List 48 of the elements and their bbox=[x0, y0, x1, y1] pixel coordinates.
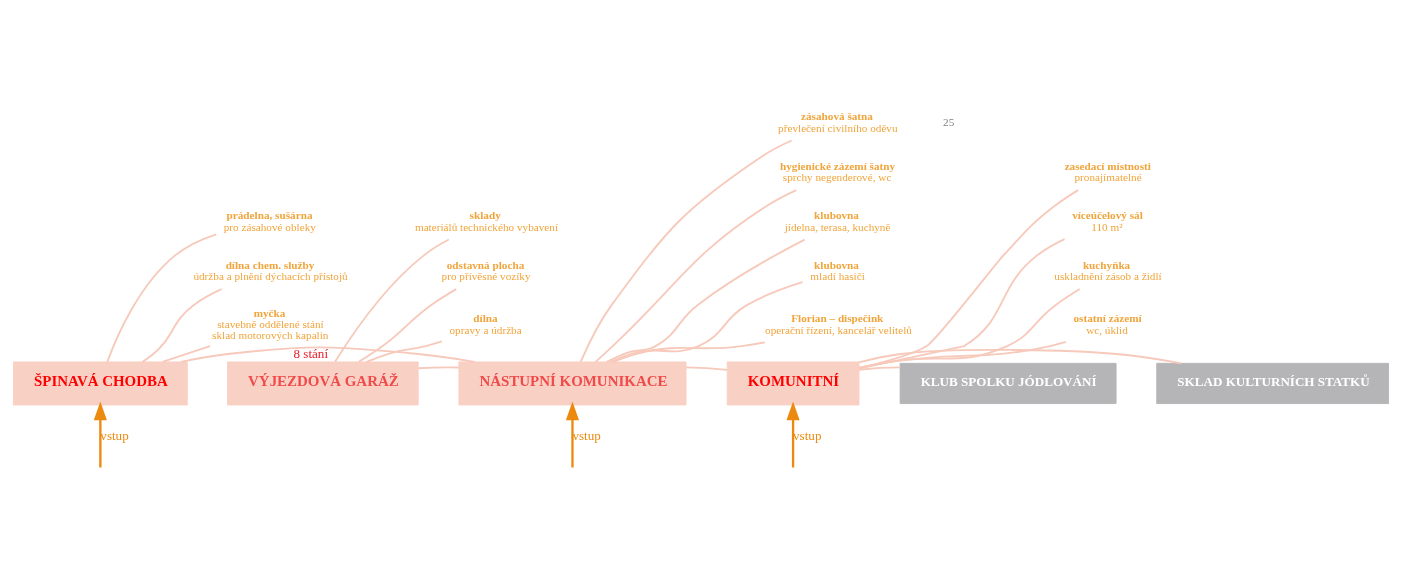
connector bbox=[594, 189, 798, 363]
connector bbox=[858, 366, 901, 371]
connector bbox=[612, 341, 766, 363]
node-box: NÁSTUPNÍ KOMUNIKACE bbox=[458, 361, 687, 406]
connector bbox=[417, 366, 460, 370]
node-text: zásahová šatna převlečení civilního oděvu bbox=[778, 110, 898, 134]
node-text: myčka stavebně oddělené stání sklad motorových kapalin bbox=[212, 306, 329, 342]
connector bbox=[858, 189, 1080, 370]
node-box: KLUB SPOLKU JÓDLOVÁNÍ bbox=[899, 362, 1117, 404]
node-text: prádelna, sušárna pro zásahové obleky bbox=[223, 209, 316, 233]
node-text: dílna chem. služby údržba a plnění dýchacích přístojů bbox=[193, 259, 348, 283]
node-text: dílna opravy a údržba bbox=[449, 312, 522, 336]
node-text: hygienické zázemí šatny sprchy negenderové, wc bbox=[779, 159, 896, 184]
connector bbox=[858, 288, 1081, 369]
connector bbox=[334, 238, 450, 363]
connector bbox=[858, 341, 1067, 369]
label: 25 bbox=[943, 116, 955, 129]
connector bbox=[685, 366, 729, 371]
node-text: sklady materiálů technického vybavení bbox=[414, 209, 559, 233]
node-box: ŠPINAVÁ CHODBA bbox=[12, 361, 188, 406]
connector bbox=[357, 288, 458, 363]
node-box: VÝJEZDOVÁ GARÁŽ bbox=[227, 361, 419, 406]
connector bbox=[161, 345, 212, 363]
connector bbox=[858, 349, 1183, 365]
node-text: zasedací místnosti pronajímatelné bbox=[1064, 159, 1151, 184]
arrow bbox=[93, 401, 107, 468]
connector bbox=[605, 238, 806, 363]
node-box: KOMUNITNÍ bbox=[726, 361, 860, 406]
connector bbox=[609, 281, 804, 363]
node-text: odstavná plocha pro přívěsné vozíky bbox=[441, 259, 531, 283]
connector bbox=[141, 288, 223, 363]
node-text: klubovna jídelna, terasa, kuchyně bbox=[784, 209, 891, 233]
edge-label: vstup bbox=[793, 427, 822, 443]
arrow bbox=[565, 401, 579, 468]
node-text: ostatní zázemí wc, úklid bbox=[1073, 312, 1142, 336]
connector bbox=[180, 346, 476, 363]
arrow bbox=[786, 401, 800, 468]
connector bbox=[579, 139, 793, 363]
edge-label: 8 stání bbox=[293, 345, 329, 361]
node-text: klubovna mladí hasiči bbox=[810, 259, 865, 283]
connector bbox=[106, 233, 218, 363]
connector bbox=[365, 340, 443, 363]
node-text: kuchyňka uskladnění zásob a židlí bbox=[1054, 259, 1162, 283]
node-text: víceúčelový sál 110 m² bbox=[1072, 209, 1143, 233]
node-text: Florian – dispečink operační řízení, kancelář velitelů bbox=[765, 312, 912, 336]
node-box: SKLAD KULTURNÍCH STATKŮ bbox=[1156, 362, 1390, 404]
connector bbox=[858, 238, 1066, 370]
edge-label: vstup bbox=[100, 427, 129, 443]
